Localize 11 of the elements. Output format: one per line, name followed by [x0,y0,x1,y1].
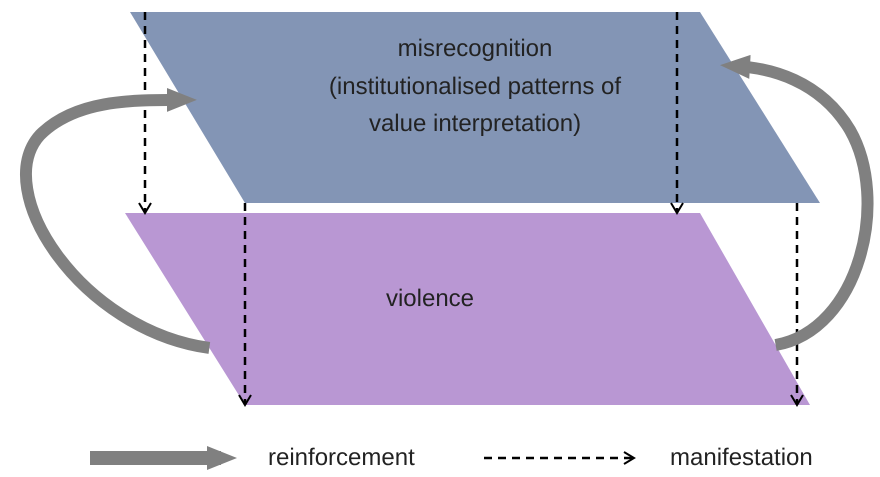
dashed-arrow [670,12,684,214]
dashed-arrow [790,203,804,406]
plane-title: misrecognition [396,34,554,64]
plane-label: (institutionalised patterns of value interpretation) [328,72,622,139]
curved-arrow [720,55,874,351]
dashed-arrow [138,12,152,214]
plane-label: violence [384,284,476,314]
curved-arrow [20,88,211,354]
legend-label: reinforcement [268,444,415,472]
legend-label: manifestation [670,444,813,472]
dashed-arrow [238,203,252,406]
